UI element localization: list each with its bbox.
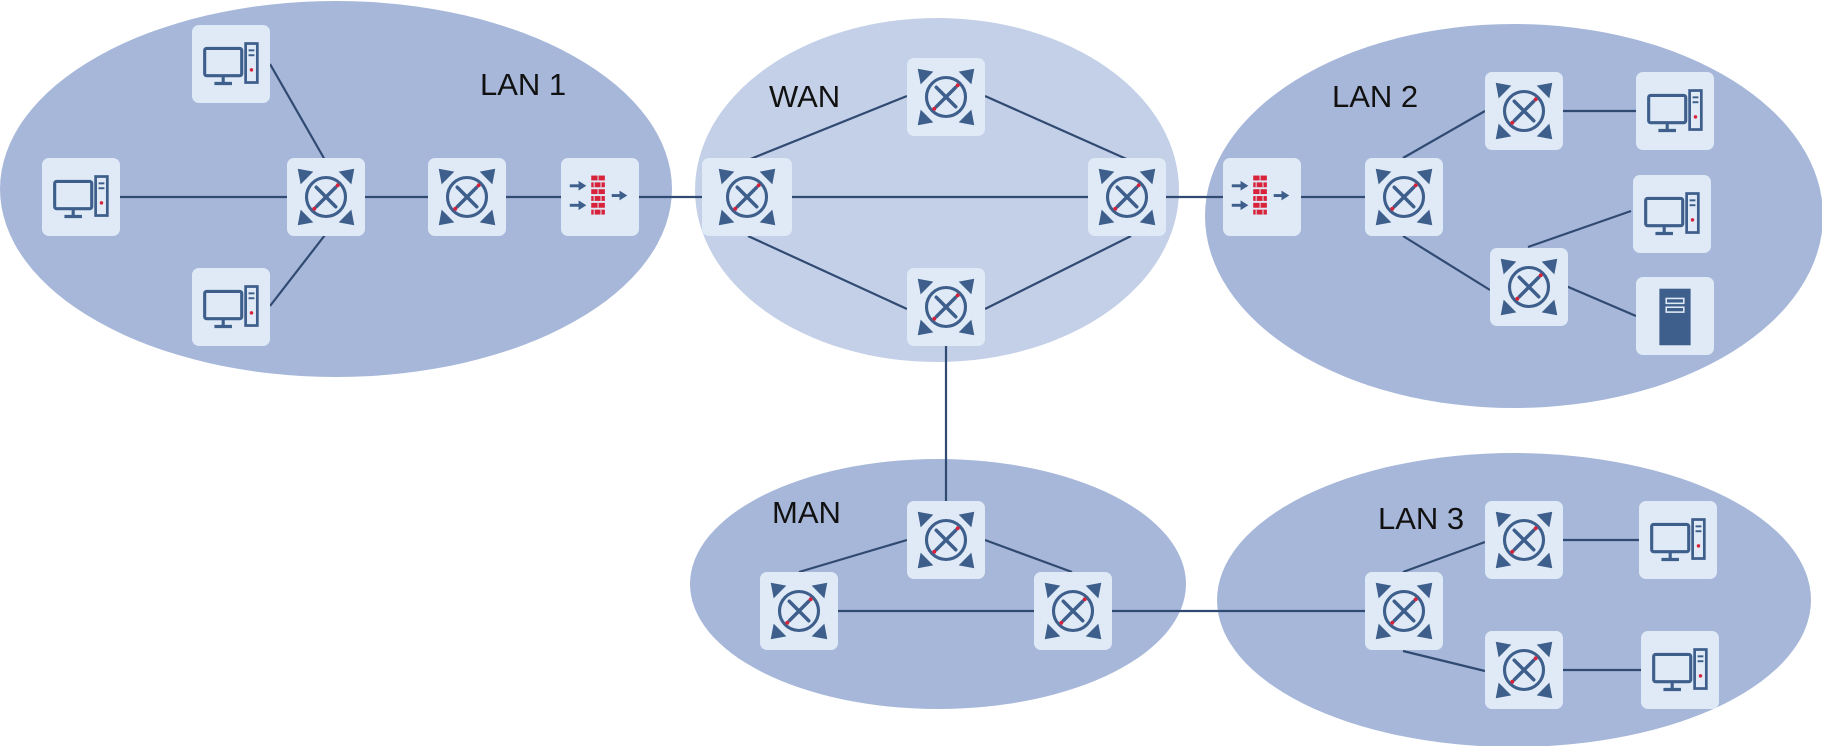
router-icon (295, 166, 357, 228)
wan-router-left[interactable] (702, 158, 792, 236)
man-router-left[interactable] (760, 572, 838, 650)
lan-3-computer-top[interactable] (1639, 501, 1717, 579)
router-icon (1493, 509, 1555, 571)
router-icon (915, 276, 977, 338)
router-icon (1493, 639, 1555, 701)
link (1565, 284, 1637, 318)
lan-1-computer-left[interactable] (42, 158, 120, 236)
lan-3-router-bottom[interactable] (1485, 631, 1563, 709)
lan-1-computer-top[interactable] (192, 25, 270, 103)
lan-2-switch[interactable] (1365, 158, 1443, 236)
link (747, 94, 908, 162)
lan-1-label: LAN 1 (480, 67, 566, 102)
man-label: MAN (772, 495, 841, 530)
lan-2-computer-top[interactable] (1636, 72, 1714, 150)
router-icon (1096, 166, 1158, 228)
router-icon (915, 509, 977, 571)
link (984, 235, 1132, 310)
link (747, 235, 908, 310)
link (984, 94, 1132, 163)
lan-1-computer-bottom[interactable] (192, 268, 270, 346)
link (269, 63, 326, 161)
man-router-right[interactable] (1034, 572, 1112, 650)
wan-zone (695, 18, 1179, 362)
wan-router-right[interactable] (1088, 158, 1166, 236)
man-router-top[interactable] (907, 501, 985, 579)
wan-router-top[interactable] (907, 58, 985, 136)
router-icon (768, 580, 830, 642)
router-icon (915, 66, 977, 128)
router-icon (1373, 580, 1435, 642)
wan-label: WAN (769, 79, 840, 114)
link (1402, 649, 1486, 673)
wan-router-bottom[interactable] (907, 268, 985, 346)
router-icon (1498, 256, 1560, 318)
link (798, 538, 908, 574)
router-icon (716, 166, 778, 228)
lan-1-firewall[interactable] (561, 158, 639, 236)
lan-2-router-bottom[interactable] (1490, 248, 1568, 326)
lan-3-router-top[interactable] (1485, 501, 1563, 579)
lan-2-label: LAN 2 (1332, 79, 1418, 114)
server-icon (1658, 287, 1692, 347)
router-icon (1373, 166, 1435, 228)
link (1527, 209, 1632, 249)
lan-1-router[interactable] (428, 158, 506, 236)
network-links (120, 63, 1641, 673)
link (1402, 235, 1491, 291)
lan-2-server[interactable] (1636, 277, 1714, 355)
lan-2-router-top[interactable] (1485, 72, 1563, 150)
link (1402, 110, 1486, 159)
lan-3-switch[interactable] (1365, 572, 1443, 650)
lan-3-computer-bottom[interactable] (1641, 631, 1719, 709)
router-icon (436, 166, 498, 228)
link (984, 538, 1073, 574)
lan-1-switch[interactable] (287, 158, 365, 236)
lan-2-firewall[interactable] (1223, 158, 1301, 236)
link (1402, 540, 1486, 574)
lan-2-computer-middle[interactable] (1633, 175, 1711, 253)
lan-3-label: LAN 3 (1378, 501, 1464, 536)
router-icon (1493, 80, 1555, 142)
router-icon (1042, 580, 1104, 642)
link (269, 234, 326, 307)
